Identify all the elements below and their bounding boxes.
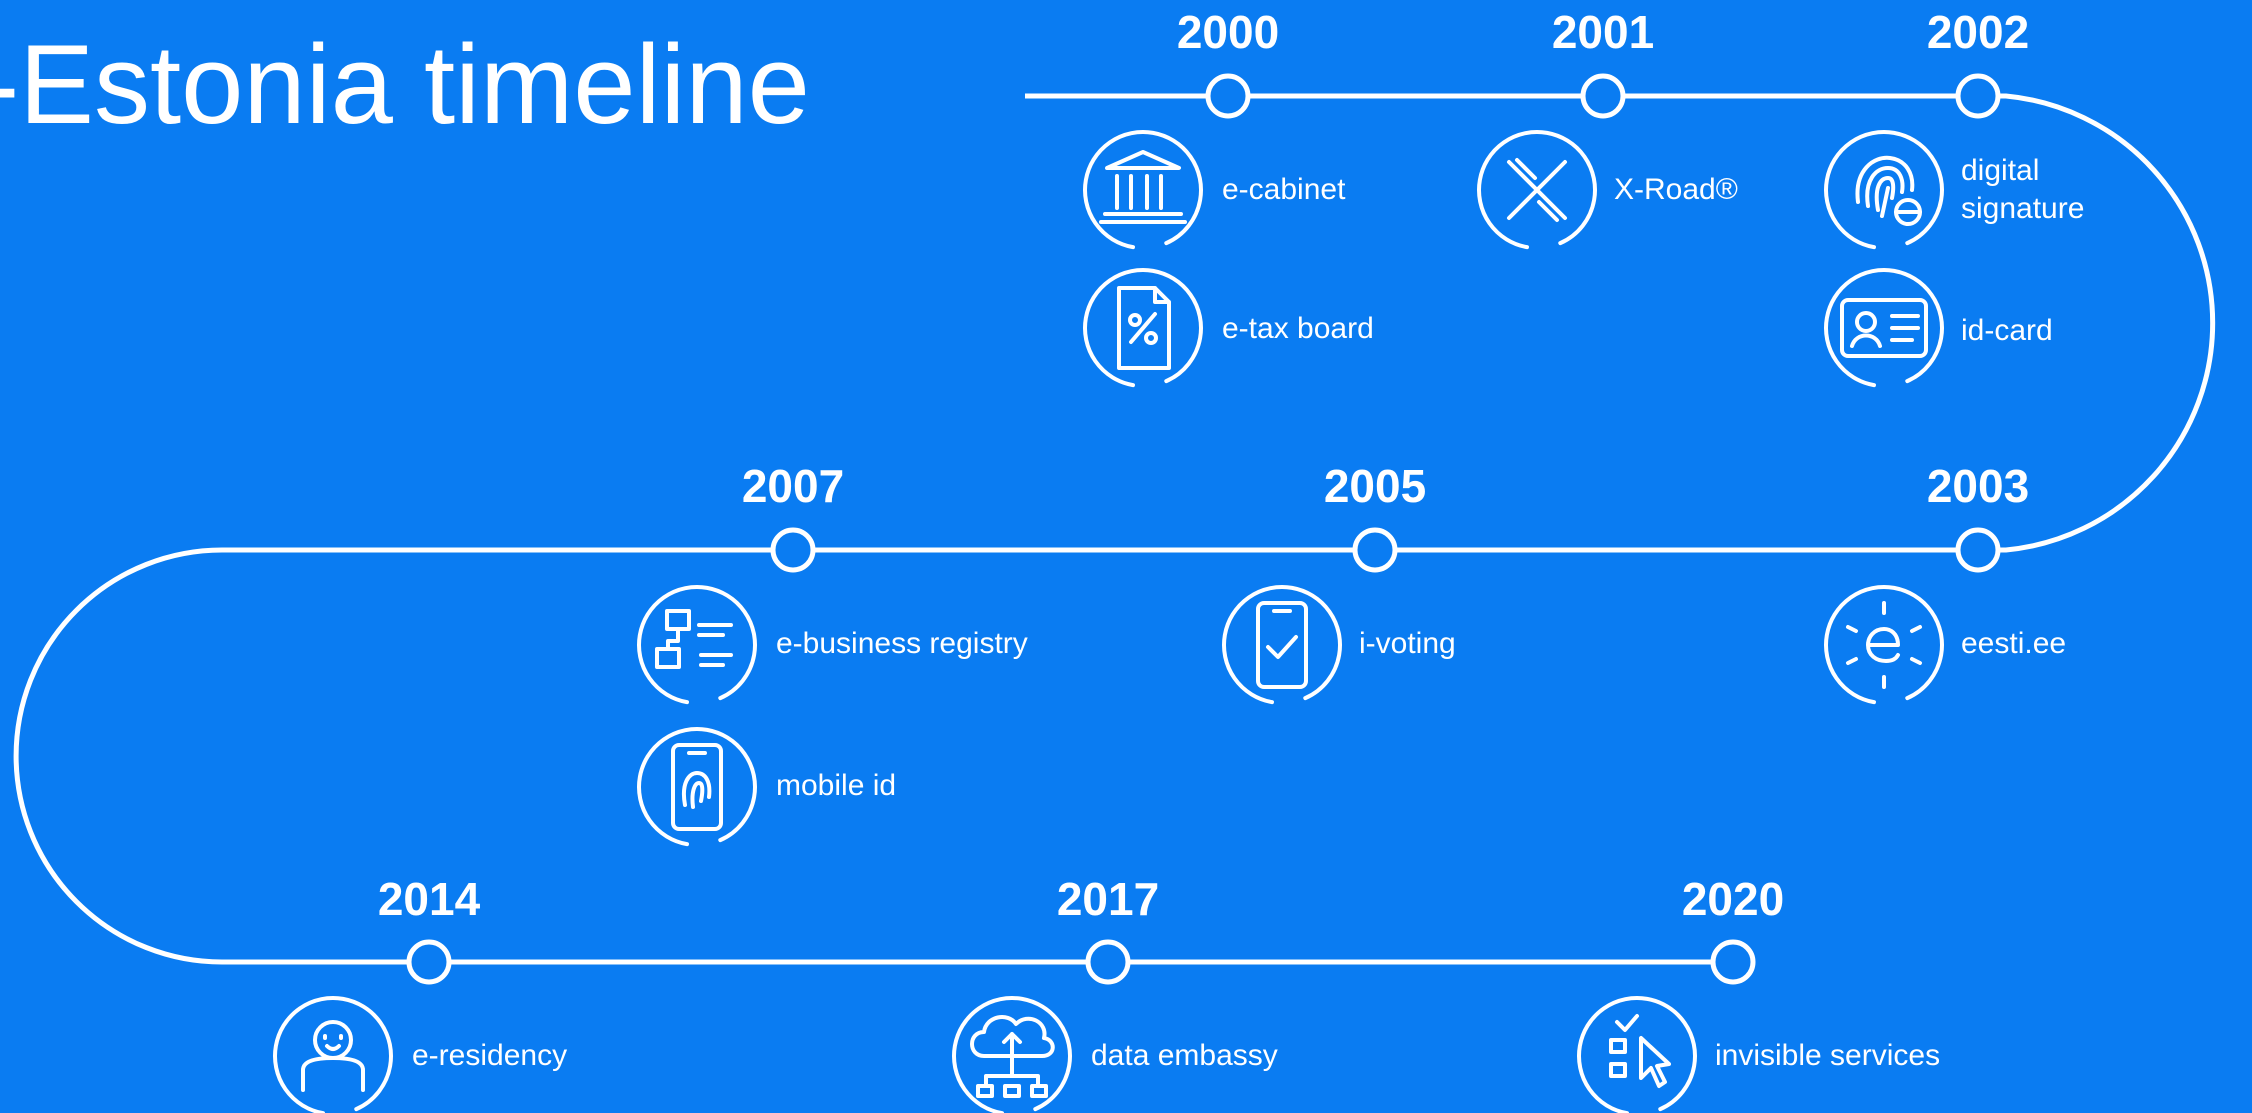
timeline-node-2014 <box>406 939 452 985</box>
milestone-label-eesti-ee: eesti.ee <box>1961 627 2067 660</box>
milestone-label-e-business-registry: e-business registry <box>776 627 1028 660</box>
milestone-label-x-road: X-Road® <box>1614 173 1738 206</box>
phone-check-icon <box>1222 585 1342 705</box>
org-chart-icon <box>637 585 757 705</box>
fingerprint-signature-icon <box>1824 130 1944 250</box>
timeline-node-2020 <box>1710 939 1756 985</box>
phone-fingerprint-icon <box>637 727 757 847</box>
timeline-node-2007 <box>770 527 816 573</box>
checklist-cursor-icon <box>1577 996 1697 1113</box>
milestone-label-invisible-services: invisible services <box>1715 1039 1941 1072</box>
page-title: -Estonia timeline <box>0 22 810 147</box>
timeline-node-2000 <box>1205 73 1251 119</box>
year-2017: 2017 <box>1056 873 1160 925</box>
timeline-node-2017 <box>1085 939 1131 985</box>
bank-building-icon <box>1083 130 1203 250</box>
timeline-node-2005 <box>1352 527 1398 573</box>
year-2014: 2014 <box>377 873 481 925</box>
year-2020: 2020 <box>1681 873 1785 925</box>
cloud-network-icon <box>952 996 1072 1113</box>
year-2000: 2000 <box>1176 6 1280 58</box>
milestone-label-e-residency: e-residency <box>412 1039 568 1072</box>
timeline-node-2002 <box>1955 73 2001 119</box>
milestone-label-data-embassy: data embassy <box>1091 1039 1278 1072</box>
timeline-node-2001 <box>1580 73 1626 119</box>
year-2005: 2005 <box>1323 460 1427 512</box>
year-2001: 2001 <box>1551 6 1655 58</box>
milestone-label-id-card: id-card <box>1961 314 2053 347</box>
milestone-label-digital-signature: digital signature <box>1961 154 2085 225</box>
id-card-icon <box>1824 268 1944 388</box>
year-2007: 2007 <box>741 460 845 512</box>
milestone-label-e-tax-board: e-tax board <box>1222 312 1374 345</box>
milestone-label-e-cabinet: e-cabinet <box>1222 173 1346 206</box>
person-icon <box>273 996 393 1113</box>
x-road-icon <box>1477 130 1597 250</box>
milestone-label-mobile-id: mobile id <box>776 769 897 802</box>
eesti-e-icon <box>1824 585 1944 705</box>
milestone-label-i-voting: i-voting <box>1359 627 1456 660</box>
timeline-path <box>13 93 2216 965</box>
tax-document-icon <box>1083 268 1203 388</box>
year-2002: 2002 <box>1926 6 2030 58</box>
year-2003: 2003 <box>1926 460 2030 512</box>
timeline-node-2003 <box>1955 527 2001 573</box>
